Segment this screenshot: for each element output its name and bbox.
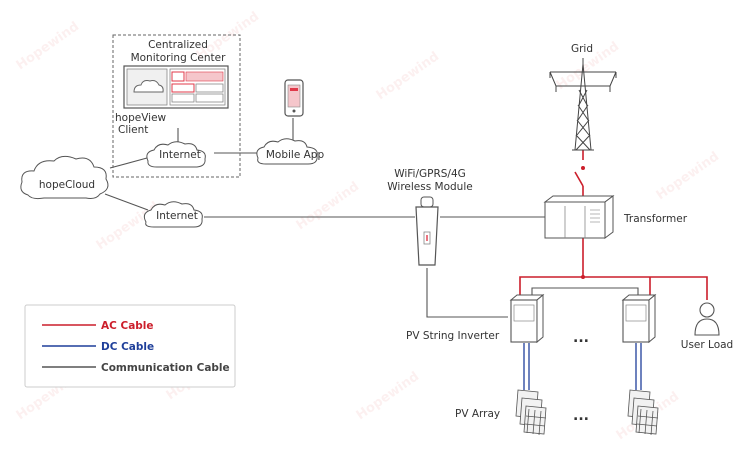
internet-top-cloud: Internet: [146, 141, 206, 168]
internet-bottom-label: Internet: [156, 210, 198, 222]
legend-label-comm: Communication Cable: [101, 362, 230, 374]
transformer-label: Transformer: [623, 213, 688, 225]
ac-switch-blade: [574, 171, 584, 187]
pv-array-icon-2: [627, 389, 659, 436]
hopecloud-cloud: hopeCloud: [20, 155, 109, 200]
svg-text:Hopewind: Hopewind: [354, 369, 422, 423]
svg-text:Hopewind: Hopewind: [654, 149, 722, 203]
mobile-app-cloud: Mobile App: [256, 138, 325, 165]
user-load-label: User Load: [681, 339, 733, 351]
monitoring-center-boundary: [112, 34, 241, 178]
mobile-app-label: Mobile App: [266, 149, 325, 161]
legend-label-dc: DC Cable: [101, 341, 154, 353]
ac-bus-junction: [581, 275, 585, 279]
wireless-module-label-1: WiFi/GPRS/4G: [394, 168, 466, 180]
internet-bottom-cloud: Internet: [143, 201, 203, 228]
hopeview-client-label-2: Client: [118, 124, 148, 136]
ac-bus: [519, 276, 708, 300]
internet-top-label: Internet: [159, 149, 201, 161]
inverter-ellipsis: ...: [573, 330, 589, 346]
svg-text:Hopewind: Hopewind: [374, 49, 442, 103]
array-ellipsis: ...: [573, 408, 589, 424]
user-load-icon: [694, 302, 720, 336]
hopeview-client-label-1: hopeView: [115, 112, 167, 124]
comm-module-inverter: [426, 268, 508, 318]
comm-cloud-internet-bottom: [104, 193, 149, 211]
transformer-icon: [543, 195, 615, 239]
hopecloud-label: hopeCloud: [39, 179, 95, 191]
monitoring-center-label-2: Monitoring Center: [131, 52, 227, 64]
pv-array-label: PV Array: [455, 408, 500, 420]
transmission-tower-icon: [549, 58, 617, 151]
monitor-icon: [123, 65, 229, 109]
ac-switch-node: [581, 166, 585, 170]
legend: AC Cable DC Cable Communication Cable: [24, 304, 236, 388]
svg-text:Hopewind: Hopewind: [14, 19, 82, 73]
wireless-module-icon: [415, 196, 439, 266]
dc-cables: [523, 343, 642, 390]
pv-string-inverter-label: PV String Inverter: [406, 330, 500, 342]
pv-array-icon-1: [515, 389, 547, 436]
svg-text:Hopewind: Hopewind: [294, 179, 362, 233]
inverter-icon-2: [621, 293, 657, 344]
communication-cables: [104, 118, 639, 318]
wireless-module-label-2: Wireless Module: [387, 181, 472, 193]
grid-label: Grid: [571, 43, 593, 55]
inverter-icon-1: [509, 293, 545, 344]
legend-label-ac: AC Cable: [101, 320, 154, 332]
comm-bus: [531, 287, 639, 296]
monitoring-center-label-1: Centralized: [148, 39, 208, 51]
smartphone-icon: [284, 79, 304, 117]
comm-cloud-internet-top: [109, 157, 148, 169]
